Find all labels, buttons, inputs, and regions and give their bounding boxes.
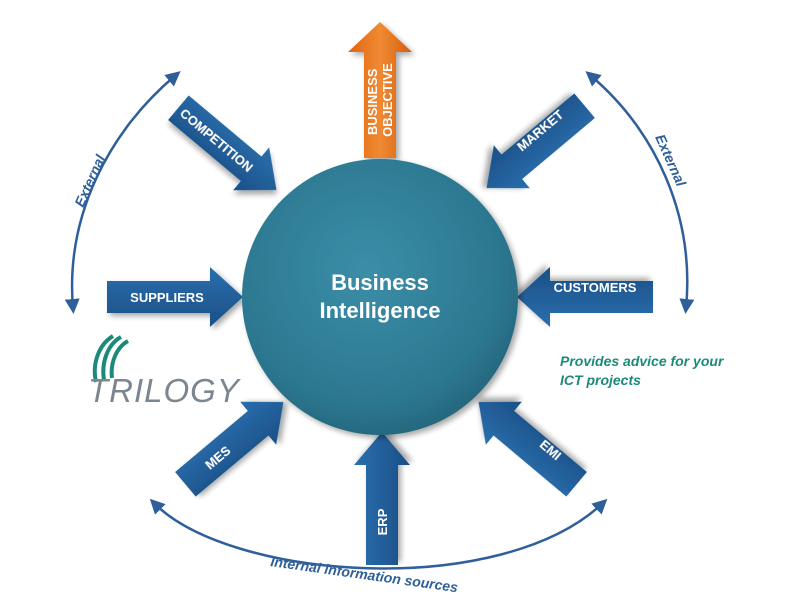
- erp-label: ERP: [375, 508, 390, 535]
- business-objective-line2: OBJECTIVE: [380, 63, 395, 137]
- business-objective-line1: BUSINESS: [365, 68, 380, 135]
- external-right-curve: [585, 71, 695, 314]
- center-label-line1: Business: [331, 270, 429, 295]
- erp-arrow: ERP: [354, 432, 410, 565]
- internal-curve: [149, 498, 608, 570]
- tagline-line1: Provides advice for your: [560, 353, 725, 369]
- trilogy-logo-text: TRILOGY: [88, 372, 241, 409]
- suppliers-label: SUPPLIERS: [130, 290, 204, 305]
- business-intelligence-circle: [242, 159, 518, 435]
- customers-arrow: CUSTOMERS: [517, 267, 653, 327]
- external-left-curve: [64, 71, 181, 314]
- tagline-line2: ICT projects: [560, 372, 641, 388]
- trilogy-logo: TRILOGY: [88, 334, 241, 409]
- center-label-line2: Intelligence: [319, 298, 440, 323]
- svg-text:BUSINESS OBJECTIVE: BUSINESS OBJECTIVE: [365, 63, 395, 137]
- suppliers-arrow: SUPPLIERS: [107, 267, 243, 327]
- emi-arrow: EMI: [478, 401, 587, 497]
- internal-label: Internal information sources: [270, 553, 460, 595]
- customers-label: CUSTOMERS: [554, 280, 637, 295]
- mes-arrow: MES: [175, 401, 284, 497]
- external-left-label: External: [71, 151, 109, 209]
- competition-arrow: COMPETITION: [168, 95, 277, 191]
- market-arrow: MARKET: [486, 93, 595, 189]
- competition-label: COMPETITION: [177, 105, 256, 175]
- business-objective-arrow: BUSINESS OBJECTIVE: [348, 22, 412, 158]
